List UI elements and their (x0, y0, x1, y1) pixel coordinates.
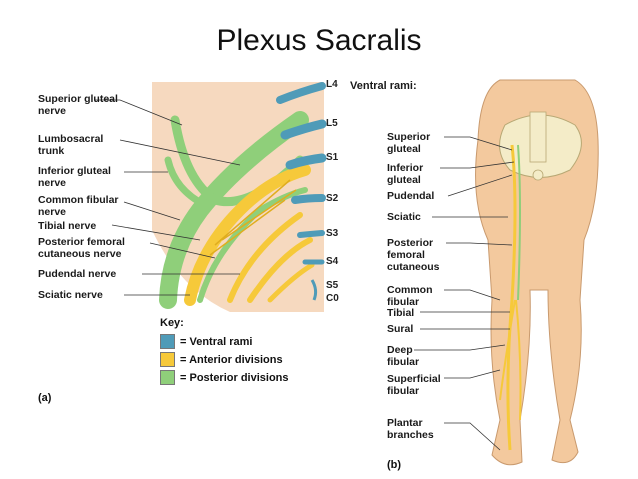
label-r-superior-gluteal: Superior gluteal (387, 131, 431, 155)
key-item-ventral-rami: = Ventral rami (160, 334, 252, 349)
key-item-posterior-divisions: = Posterior divisions (160, 370, 289, 385)
ventral-ramus-s2 (291, 194, 326, 204)
inferior-gluteal-branch (164, 156, 209, 209)
left-leader-lines (95, 99, 241, 296)
segment-s1: S1 (326, 152, 339, 163)
ventral-ramus-l5 (280, 119, 327, 140)
label-tibial-nerve: Tibial nerve (38, 220, 97, 232)
key-label-posterior-divisions: = Posterior divisions (180, 371, 289, 384)
label-r-sural: Sural (387, 323, 414, 335)
anterior-s2 (227, 212, 303, 303)
posterior-trunk-main (159, 111, 309, 309)
label-posterior-femoral-cutaneous-nerve: Posterior femoral cutaneous nerve (38, 236, 125, 260)
label-r-tibial: Tibial (387, 307, 415, 319)
key-label-ventral-rami: = Ventral rami (180, 335, 253, 348)
ventral-ramus-s3 (297, 230, 325, 238)
label-r-posterior-femoral: Posterior femoral cutaneous (387, 237, 440, 273)
label-r-plantar-branches: Plantar branches (387, 417, 434, 441)
segment-co: C0 (326, 293, 339, 304)
anterior-s4 (267, 262, 315, 303)
swatch-anterior-divisions (160, 352, 175, 367)
swatch-posterior-divisions (160, 370, 175, 385)
label-r-sciatic: Sciatic (387, 211, 421, 223)
ventral-rami-heading: Ventral rami: (350, 80, 417, 92)
key-item-anterior-divisions: = Anterior divisions (160, 352, 283, 367)
ventral-ramus-s5-co (310, 279, 318, 301)
ventral-ramus-s1 (285, 153, 327, 170)
anterior-trunk-main (184, 164, 311, 306)
label-superior-gluteal-nerve: Superior gluteal nerve (38, 93, 118, 117)
swatch-ventral-rami (160, 334, 175, 349)
label-r-superficial-fibular: Superficial fibular (387, 373, 441, 397)
right-leader-lines (414, 136, 515, 451)
label-r-pudendal: Pudendal (387, 190, 435, 202)
label-common-fibular-nerve: Common fibular nerve (38, 194, 119, 218)
anterior-s3 (247, 237, 313, 303)
body-figure (475, 79, 599, 466)
label-pudendal-nerve: Pudendal nerve (38, 268, 117, 280)
segment-l5: L5 (326, 118, 338, 129)
segment-s5: S5 (326, 280, 339, 291)
label-r-deep-fibular: Deep fibular (387, 344, 420, 368)
segment-s4: S4 (326, 256, 339, 267)
label-lumbosacral-trunk: Lumbosacral trunk (38, 133, 104, 157)
key-title: Key: (160, 317, 184, 329)
page-title: Plexus Sacralis (216, 24, 422, 57)
key-label-anterior-divisions: = Anterior divisions (180, 353, 283, 366)
anterior-fibers (209, 179, 297, 256)
panel-b-label: (b) (387, 459, 402, 471)
segment-s2: S2 (326, 193, 339, 204)
panel-a-label: (a) (38, 392, 52, 404)
label-r-inferior-gluteal: Inferior gluteal (387, 162, 424, 186)
label-sciatic-nerve: Sciatic nerve (38, 289, 103, 301)
segment-l4: L4 (326, 79, 338, 90)
segment-s3: S3 (326, 228, 339, 239)
ventral-ramus-l4 (276, 82, 326, 104)
label-r-common-fibular: Common fibular (387, 284, 433, 308)
label-inferior-gluteal-nerve: Inferior gluteal nerve (38, 165, 111, 189)
